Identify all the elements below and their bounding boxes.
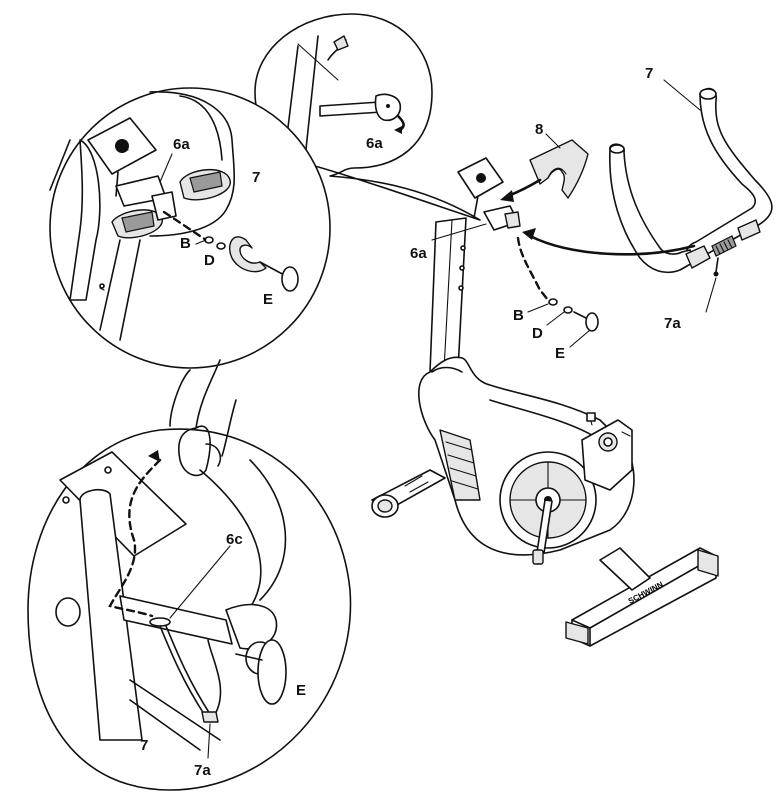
assembly-arrows — [500, 180, 694, 254]
handlebar-7 — [610, 89, 772, 277]
handlebar-mount-6a — [484, 206, 520, 230]
label-7a-main: 7a — [664, 315, 681, 332]
label-7-left: 7 — [252, 169, 260, 186]
label-e-bottom: E — [296, 682, 306, 699]
detail-circle-bottom — [28, 360, 351, 790]
label-e-left: E — [263, 291, 273, 308]
label-7a-bottom: 7a — [194, 762, 211, 779]
label-6a-top: 6a — [366, 135, 383, 152]
label-e-main: E — [555, 345, 565, 362]
label-8: 8 — [535, 121, 543, 138]
detail-circle-left — [50, 88, 330, 368]
exercise-bike: SCHWINN — [372, 218, 718, 646]
label-6a-left: 6a — [173, 136, 190, 153]
console-cover-8 — [530, 140, 588, 198]
rear-stabilizer — [372, 470, 445, 517]
label-d-main: D — [532, 325, 543, 342]
label-7-main: 7 — [645, 65, 653, 82]
label-b-main: B — [513, 307, 524, 324]
front-stabilizer: SCHWINN — [566, 548, 718, 646]
label-6c: 6c — [226, 531, 243, 548]
label-7-bottom: 7 — [140, 737, 148, 754]
seat-post — [430, 218, 466, 372]
label-6a-main: 6a — [410, 245, 427, 262]
label-b-left: B — [180, 235, 191, 252]
label-d-left: D — [204, 252, 215, 269]
